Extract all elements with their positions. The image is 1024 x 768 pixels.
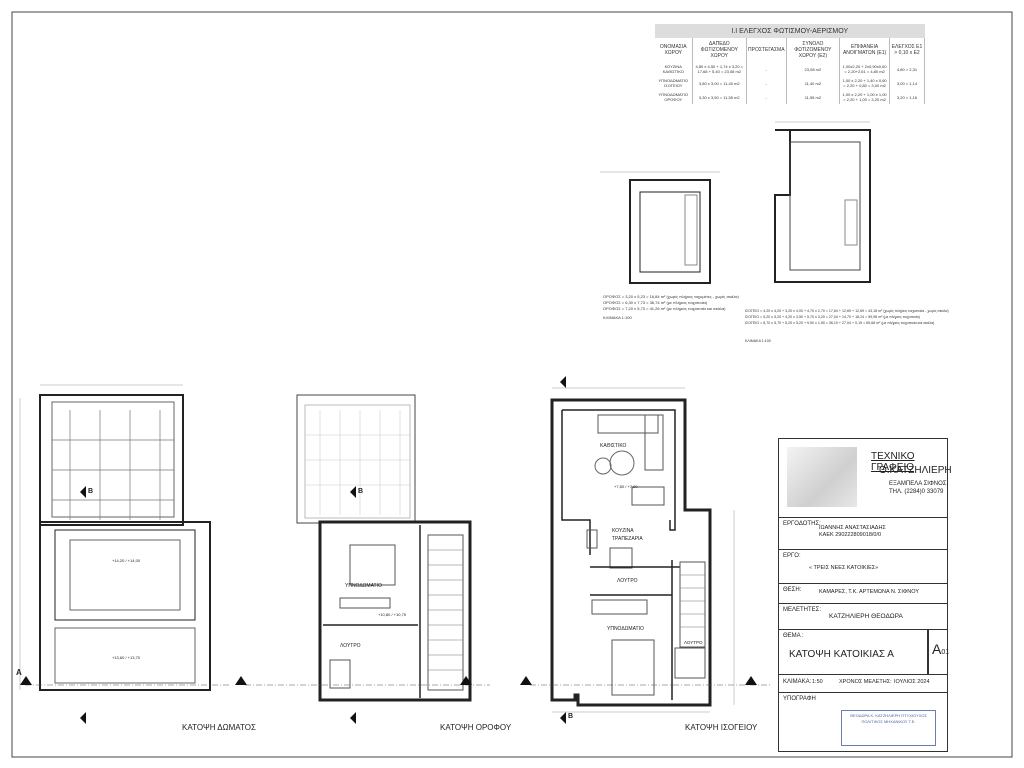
location: ΚΑΜΑΡΕΣ, Τ.Κ. ΑΡΤΕΜΩΝΑ Ν. ΣΙΦΝΟΥ xyxy=(819,589,919,595)
table-header: ΣΥΝΟΛΟ ΦΩΤΙΖΟΜΕΝΟΥ ΧΩΡΟΥ (Ε2) xyxy=(786,38,841,62)
roof-plan xyxy=(19,384,230,691)
table-cell: 1,00 x 2,20 + 1,40 x 0,60 = 2,20 + 0,80 … xyxy=(839,76,890,90)
small-plan-upper xyxy=(600,171,720,284)
upper-plan-title: ΚΑΤΟΨΗ ΟΡΟΦΟΥ xyxy=(440,723,512,732)
table-header: ΕΠΙΦΑΝΕΙΑ ΑΝΟΙΓΜΑΤΩΝ (Ε1) xyxy=(839,38,890,62)
table-cell: 3,30 x 3,50 = 11,55 m2 xyxy=(692,90,748,104)
project-label: ΕΡΓΟ: xyxy=(783,553,801,559)
section-b-label: B xyxy=(88,488,94,495)
subject: ΚΑΤΟΨΗ ΚΑΤΟΙΚΙΑΣ Α xyxy=(789,649,894,660)
table-header: ΕΛΕΓΧΟΣ Ε1 > 0,10 x Ε2 xyxy=(889,38,926,62)
designers-label: ΜΕΛΕΤΗΤΕΣ: xyxy=(783,607,822,613)
area-line: ΙΣΟΓΕΙΟ = 8,70 x 5,70 + 5,20 x 5,20 + 9,… xyxy=(745,321,935,325)
section-b-label: B xyxy=(358,488,364,495)
section-b-label: B xyxy=(568,713,574,720)
area-line: ΟΡΟΦΟΣ = 6,30 x 7,73 = 36,74 m² (με πλήρ… xyxy=(603,300,708,305)
room-label: ΛΟΥΤΡΟ xyxy=(340,643,361,649)
table-cell: - xyxy=(746,90,787,104)
client-label: ΕΡΓΟΔΟΤΗΣ: xyxy=(783,521,821,527)
title-block: ΤΕΧΝΙΚΟ ΓΡΑΦΕΙΟ Θ.ΚΑΤΖΗΛΙΕΡΗ ΕΞΑΜΠΕΛΑ ΣΙ… xyxy=(778,438,952,752)
area-line: ΙΣΟΓΕΙΟ = 5,20 x 5,20 + 4,20 x 3,50 + 5,… xyxy=(745,315,920,319)
sheet-letter: Α xyxy=(932,641,942,657)
subject-label: ΘΕΜΑ : xyxy=(783,633,804,639)
table-cell: - xyxy=(746,62,787,76)
table-cell: 3,80 x 3,00 = 11,40 m2 xyxy=(692,76,748,90)
roof-plan-title: ΚΑΤΟΨΗ ΔΩΜΑΤΟΣ xyxy=(182,723,256,732)
table-cell: 4,80 > 2,31 xyxy=(889,62,926,76)
table-cell: 23,08 m2 xyxy=(786,62,841,76)
date-label: ΧΡΟΝΟΣ ΜΕΛΕΤΗΣ: xyxy=(839,679,892,685)
client-id: ΚΑΕΚ 290222809018/0/0 xyxy=(819,532,882,538)
table-header: ΔΑΠΕΔΟ ΦΩΤΙΖΟΜΕΝΟΥ ΧΩΡΟΥ xyxy=(692,38,748,62)
ground-area-calculations: ΙΣΟΓΕΙΟ = 4,20 x 4,20 + 3,20 x 4,00 + 4,… xyxy=(745,308,949,344)
office-name: Θ.ΚΑΤΖΗΛΙΕΡΗ xyxy=(879,465,952,476)
upper-area-calculations: ΟΡΟΦΟΣ = 3,20 x 5,23 = 16,84 m² (χωρίς π… xyxy=(603,294,739,321)
office-header: ΤΕΧΝΙΚΟ ΓΡΑΦΕΙΟ Θ.ΚΑΤΖΗΛΙΕΡΗ ΕΞΑΜΠΕΛΑ ΣΙ… xyxy=(779,439,952,518)
table-header: ΟΝΟΜΑΣΙΑ ΧΩΡΟΥ xyxy=(655,38,693,62)
area-line: ΟΡΟΦΟΣ = 7,20 x 5,73 = 41,26 m² (με πλήρ… xyxy=(603,306,726,311)
scale: 1:50 xyxy=(812,679,823,685)
level-mark: +10,80 / +10,75 xyxy=(378,612,407,617)
table-cell: ΥΠΝΟΔΩΜΑΤΙΟ ΙΣΟΓΕΙΟΥ xyxy=(655,76,693,90)
table-cell: - xyxy=(746,76,787,90)
small-plan-ground xyxy=(774,121,871,283)
ground-plan-title: ΚΑΤΟΨΗ ΙΣΟΓΕΙΟΥ xyxy=(685,723,758,732)
table-cell: ΥΠΝΟΔΩΜΑΤΙΟ ΟΡΟΦΟΥ xyxy=(655,90,693,104)
level-mark: +7,80 / +7,80 xyxy=(614,484,638,489)
office-logo-sketch xyxy=(787,447,857,507)
date: ΙΟΥΛΙΟΣ 2024 xyxy=(894,679,930,685)
location-label: ΘΕΣΗ: xyxy=(783,587,802,593)
section-a-label: A xyxy=(16,668,22,677)
table-cell: 11,55 m2 xyxy=(786,90,841,104)
engineer-stamp: ΘΕΟΔΩΡΑ Κ. ΚΑΤΖΗΛΙΕΡΗ ΠΤΥΧΙΟΥΧΟΣ ΠΟΛΙΤΙΚ… xyxy=(841,710,936,746)
project-name: « ΤΡΕΙΣ ΝΕΕΣ ΚΑΤΟΙΚΙΕΣ» xyxy=(809,565,879,571)
office-address: ΕΞΑΜΠΕΛΑ ΣΙΦΝΟΣ xyxy=(889,481,947,487)
room-label: ΤΡΑΠΕΖΑΡΙΑ xyxy=(612,536,643,542)
upper-floor-plan xyxy=(245,394,490,702)
area-line: ΟΡΟΦΟΣ = 3,20 x 5,23 = 16,84 m² (χωρίς π… xyxy=(603,294,739,299)
table-cell: 3,00 > 1,14 xyxy=(889,76,926,90)
table-cell: ΚΟΥΖΙΝΑ ΚΑΘΙΣΤΙΚΟ xyxy=(655,62,693,76)
scale-note: ΚΛΙΜΑΚΑ 1:100 xyxy=(603,315,632,320)
sheet-index: 01 xyxy=(941,649,950,656)
table-title: Ι.Ι ΕΛΕΓΧΟΣ ΦΩΤΙΣΜΟΥ-ΑΕΡΙΣΜΟΥ xyxy=(655,24,925,38)
table-cell: 11,40 m2 xyxy=(786,76,841,90)
scale-note: ΚΛΙΜΑΚΑ 1:100 xyxy=(745,339,771,343)
room-label: ΚΟΥΖΙΝΑ xyxy=(612,528,634,534)
area-line: ΙΣΟΓΕΙΟ = 4,20 x 4,20 + 3,20 x 4,00 + 4,… xyxy=(745,309,949,313)
table-cell: 1,00x2,20 + 2x0,90x0,60 = 2,20+2,61 = 4,… xyxy=(839,62,890,76)
designers: ΚΑΤΖΗΛΙΕΡΗ ΘΕΟΔΩΡΑ xyxy=(829,613,903,620)
office-phone: ΤΗΛ. (2284)0 33079 xyxy=(889,489,944,495)
roof-level-1: +14,20 / +14,00 xyxy=(112,558,141,563)
lighting-ventilation-table: Ι.Ι ΕΛΕΓΧΟΣ ΦΩΤΙΣΜΟΥ-ΑΕΡΙΣΜΟΥ ΟΝΟΜΑΣΙΑ Χ… xyxy=(655,24,926,104)
room-label: ΛΟΥΤΡΟ xyxy=(617,578,638,584)
roof-level-2: +13,60 / +13,70 xyxy=(112,655,141,660)
room-label: ΛΟΥΤΡΟ xyxy=(684,640,703,645)
table-header: ΠΡΟΣΤΕΓΑΣΜΑ xyxy=(746,38,787,62)
room-label: ΚΑΘΙΣΤΙΚΟ xyxy=(600,443,627,449)
table-cell: 3,20 > 1,16 xyxy=(889,90,926,104)
table-cell: 4,80 x 4,50 + 1,74 x 3,20 = 17,68 + 5,40… xyxy=(692,62,748,76)
office-title: ΤΕΧΝΙΚΟ ΓΡΑΦΕΙΟ xyxy=(871,451,915,473)
room-label: ΥΠΝΟΔΩΜΑΤΙΟ xyxy=(607,626,644,632)
table-cell: 1,00 x 2,20 + 1,00 x 1,00 = 2,20 + 1,00 … xyxy=(839,90,890,104)
signature-label: ΥΠΟΓΡΑΦΗ xyxy=(783,696,816,702)
scale-label: ΚΛΙΜΑΚΑ: xyxy=(783,679,812,685)
client-name: ΙΩΑΝΝΗΣ ΑΝΑΣΤΑΣΙΑΔΗΣ xyxy=(819,525,886,531)
ground-floor-plan xyxy=(530,387,770,713)
sheet-number: Α01 xyxy=(932,641,949,657)
section-markers xyxy=(20,376,757,724)
room-label: ΥΠΝΟΔΩΜΑΤΙΟ xyxy=(345,583,382,589)
